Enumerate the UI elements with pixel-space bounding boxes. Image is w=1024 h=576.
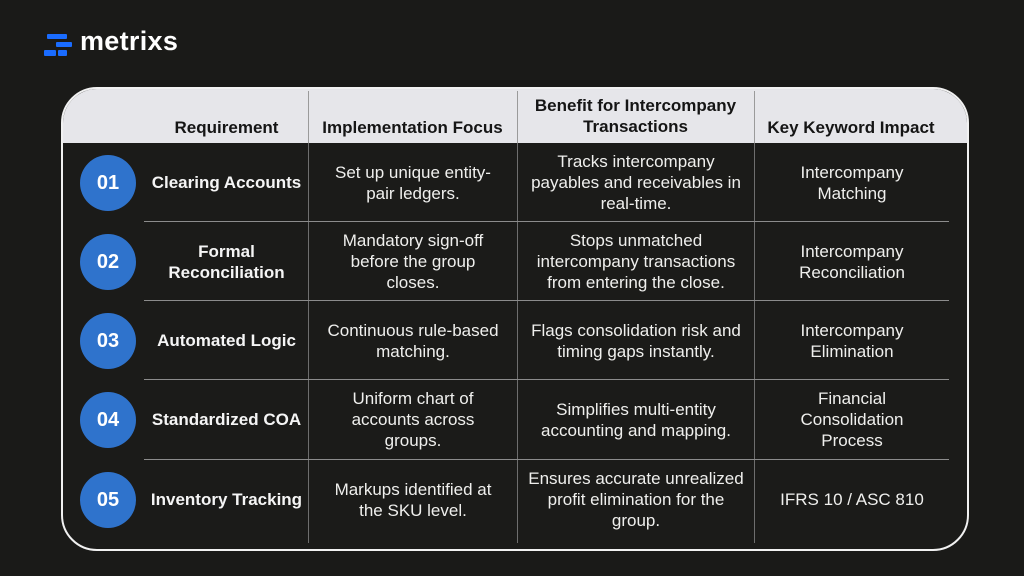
- table-header: [63, 89, 967, 143]
- cell-keyword: IFRS 10 / ASC 810: [780, 490, 924, 509]
- column-divider: [308, 143, 309, 543]
- cell-requirement: Formal Reconciliation: [168, 241, 285, 282]
- cell-keyword: Intercompany Elimination: [800, 320, 904, 361]
- stacked-bars-logo-icon: [44, 28, 74, 56]
- header-implementation-focus: Implementation Focus: [322, 117, 503, 137]
- cell-benefit: Ensures accurate unrealized profit elimi…: [528, 469, 744, 530]
- row-number-badge: 04: [80, 392, 136, 448]
- row-divider: [144, 379, 949, 380]
- row-divider: [144, 221, 949, 222]
- cell-keyword: Financial Consolidation Process: [800, 389, 904, 450]
- cell-implementation: Continuous rule-based matching.: [327, 320, 499, 361]
- row-number-badge: 01: [80, 155, 136, 211]
- table-row: 01 Clearing Accounts Set up unique entit…: [63, 143, 967, 222]
- row-number-badge: 05: [80, 472, 136, 528]
- brand-name: metrixs: [80, 25, 179, 56]
- row-divider: [144, 459, 949, 460]
- header-benefit: Benefit for Intercompany Transactions: [534, 96, 737, 136]
- column-divider: [754, 143, 755, 543]
- requirements-table: Requirement Implementation Focus Benefit…: [61, 87, 969, 551]
- cell-keyword: Intercompany Matching: [800, 162, 904, 203]
- cell-benefit: Stops unmatched intercompany transaction…: [536, 231, 736, 292]
- header-requirement: Requirement: [174, 117, 279, 137]
- cell-implementation: Uniform chart of accounts across groups.: [351, 389, 475, 450]
- cell-requirement: Clearing Accounts: [151, 173, 302, 192]
- cell-requirement: Standardized COA: [151, 410, 302, 429]
- row-divider: [144, 300, 949, 301]
- column-divider: [308, 91, 309, 143]
- cell-implementation: Set up unique entity-pair ledgers.: [335, 162, 491, 203]
- cell-implementation: Markups identified at the SKU level.: [334, 479, 492, 520]
- row-number-badge: 03: [80, 313, 136, 369]
- column-divider: [517, 91, 518, 143]
- row-number-badge: 02: [80, 234, 136, 290]
- table-row: 05 Inventory Tracking Markups identified…: [63, 460, 967, 539]
- cell-requirement: Inventory Tracking: [150, 490, 303, 509]
- table-row: 03 Automated Logic Continuous rule-based…: [63, 301, 967, 380]
- column-divider: [517, 143, 518, 543]
- header-key-keyword-impact: Key Keyword Impact: [767, 117, 935, 137]
- table-row: 04 Standardized COA Uniform chart of acc…: [63, 380, 967, 459]
- cell-benefit: Flags consolidation risk and timing gaps…: [531, 320, 741, 361]
- cell-implementation: Mandatory sign-off before the group clos…: [342, 231, 484, 292]
- brand-logo: metrixs: [44, 24, 178, 56]
- cell-requirement: Automated Logic: [157, 331, 296, 350]
- cell-keyword: Intercompany Reconciliation: [799, 241, 905, 282]
- table-row: 02 Formal Reconciliation Mandatory sign-…: [63, 222, 967, 301]
- cell-benefit: Simplifies multi-entity accounting and m…: [541, 399, 731, 440]
- cell-benefit: Tracks intercompany payables and receiva…: [531, 152, 741, 213]
- column-divider: [754, 91, 755, 143]
